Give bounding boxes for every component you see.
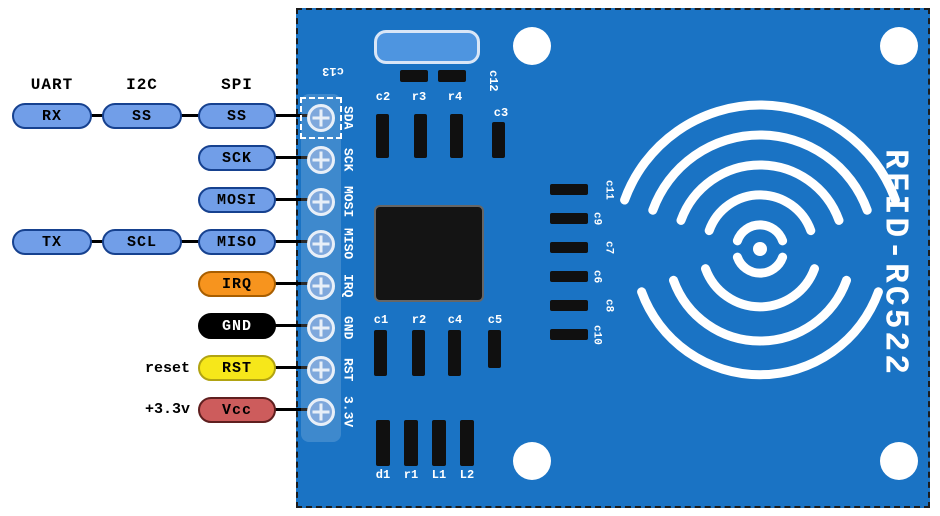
component-r1 xyxy=(404,420,418,466)
component-label-c7: c7 xyxy=(602,241,615,255)
component-pad xyxy=(400,70,428,82)
pin-label-rst: RST xyxy=(340,358,356,382)
pin-miso xyxy=(307,230,335,258)
component-label-c12: c12 xyxy=(486,70,500,92)
pill-rst: RST xyxy=(198,355,276,381)
wire-mosi xyxy=(240,198,320,201)
component-label-c10: c10 xyxy=(590,325,603,345)
component-bar xyxy=(550,300,588,311)
pill-scl: SCL xyxy=(102,229,182,255)
component-bar xyxy=(550,271,588,282)
component-c5 xyxy=(488,330,501,368)
bus-header-uart: UART xyxy=(30,76,74,94)
pin-rst xyxy=(307,356,335,384)
pin-irq xyxy=(307,272,335,300)
pin-1-marker xyxy=(300,97,342,139)
component-label-c13: c13 xyxy=(322,64,344,78)
component-bar xyxy=(550,213,588,224)
pill-gnd: GND xyxy=(198,313,276,339)
mounting-hole xyxy=(513,442,551,480)
pill-tx: TX xyxy=(12,229,92,255)
pin-gnd xyxy=(307,314,335,342)
note-power: +3.3v xyxy=(144,401,190,418)
component-r3 xyxy=(414,114,427,158)
pill-ss-spi: SS xyxy=(198,103,276,129)
component-bar xyxy=(550,184,588,195)
component-label-r2: r2 xyxy=(411,313,427,327)
wire-vcc xyxy=(240,408,320,411)
wire-gnd xyxy=(240,324,320,327)
pill-miso: MISO xyxy=(198,229,276,255)
component-label-c1: c1 xyxy=(373,313,389,327)
component-label-c3: c3 xyxy=(493,106,509,120)
bus-header-i2c: I2C xyxy=(126,76,158,94)
pill-sck: SCK xyxy=(198,145,276,171)
bus-header-spi: SPI xyxy=(221,76,253,94)
crystal-oscillator xyxy=(374,30,480,64)
antenna-waves-icon xyxy=(620,100,900,380)
pill-rx: RX xyxy=(12,103,92,129)
component-r2 xyxy=(412,330,425,376)
mounting-hole xyxy=(513,27,551,65)
pin-label-sck: SCK xyxy=(340,148,356,172)
component-label-c11: c11 xyxy=(602,180,615,200)
wire-sck xyxy=(240,156,320,159)
note-reset: reset xyxy=(144,360,190,377)
component-label-r3: r3 xyxy=(411,90,427,104)
component-label-c8: c8 xyxy=(602,299,615,313)
ic-chip xyxy=(374,205,484,302)
pin-label-mosi: MOSI xyxy=(340,186,356,218)
component-label-c2: c2 xyxy=(375,90,391,104)
component-l2 xyxy=(460,420,474,466)
pin-label-3v3: 3.3V xyxy=(340,396,356,428)
rc522-board: RFID-RC522 SDA SCK MOSI MISO IRQ GND RST… xyxy=(296,8,930,508)
pin-mosi xyxy=(307,188,335,216)
component-c4 xyxy=(448,330,461,376)
pin-sck xyxy=(307,146,335,174)
mounting-hole xyxy=(880,442,918,480)
pill-vcc: Vcc xyxy=(198,397,276,423)
component-bar xyxy=(550,242,588,253)
component-label-c5: c5 xyxy=(487,313,503,327)
component-label-c9: c9 xyxy=(590,212,603,226)
component-c1 xyxy=(374,330,387,376)
component-pad xyxy=(438,70,466,82)
component-r4 xyxy=(450,114,463,158)
component-d1 xyxy=(376,420,390,466)
pin-3v3 xyxy=(307,398,335,426)
component-c2 xyxy=(376,114,389,158)
pin-label-miso: MISO xyxy=(340,228,356,260)
pin-sda xyxy=(307,104,335,132)
pin-label-irq: IRQ xyxy=(340,274,356,298)
wire-irq xyxy=(240,282,320,285)
component-label-c4: c4 xyxy=(447,313,463,327)
component-c3 xyxy=(492,122,505,158)
pin-label-gnd: GND xyxy=(340,316,356,340)
pill-mosi: MOSI xyxy=(198,187,276,213)
component-label-d1: d1 xyxy=(375,468,391,482)
component-label-r1: r1 xyxy=(403,468,419,482)
board-title: RFID-RC522 xyxy=(876,148,914,378)
component-label-l2: L2 xyxy=(459,468,475,482)
component-label-c6: c6 xyxy=(590,270,603,284)
pill-ss-i2c: SS xyxy=(102,103,182,129)
component-label-l1: L1 xyxy=(431,468,447,482)
pill-irq: IRQ xyxy=(198,271,276,297)
pin-label-sda: SDA xyxy=(340,106,356,130)
component-l1 xyxy=(432,420,446,466)
mounting-hole xyxy=(880,27,918,65)
component-bar xyxy=(550,329,588,340)
component-label-r4: r4 xyxy=(447,90,463,104)
wire-rst xyxy=(240,366,320,369)
